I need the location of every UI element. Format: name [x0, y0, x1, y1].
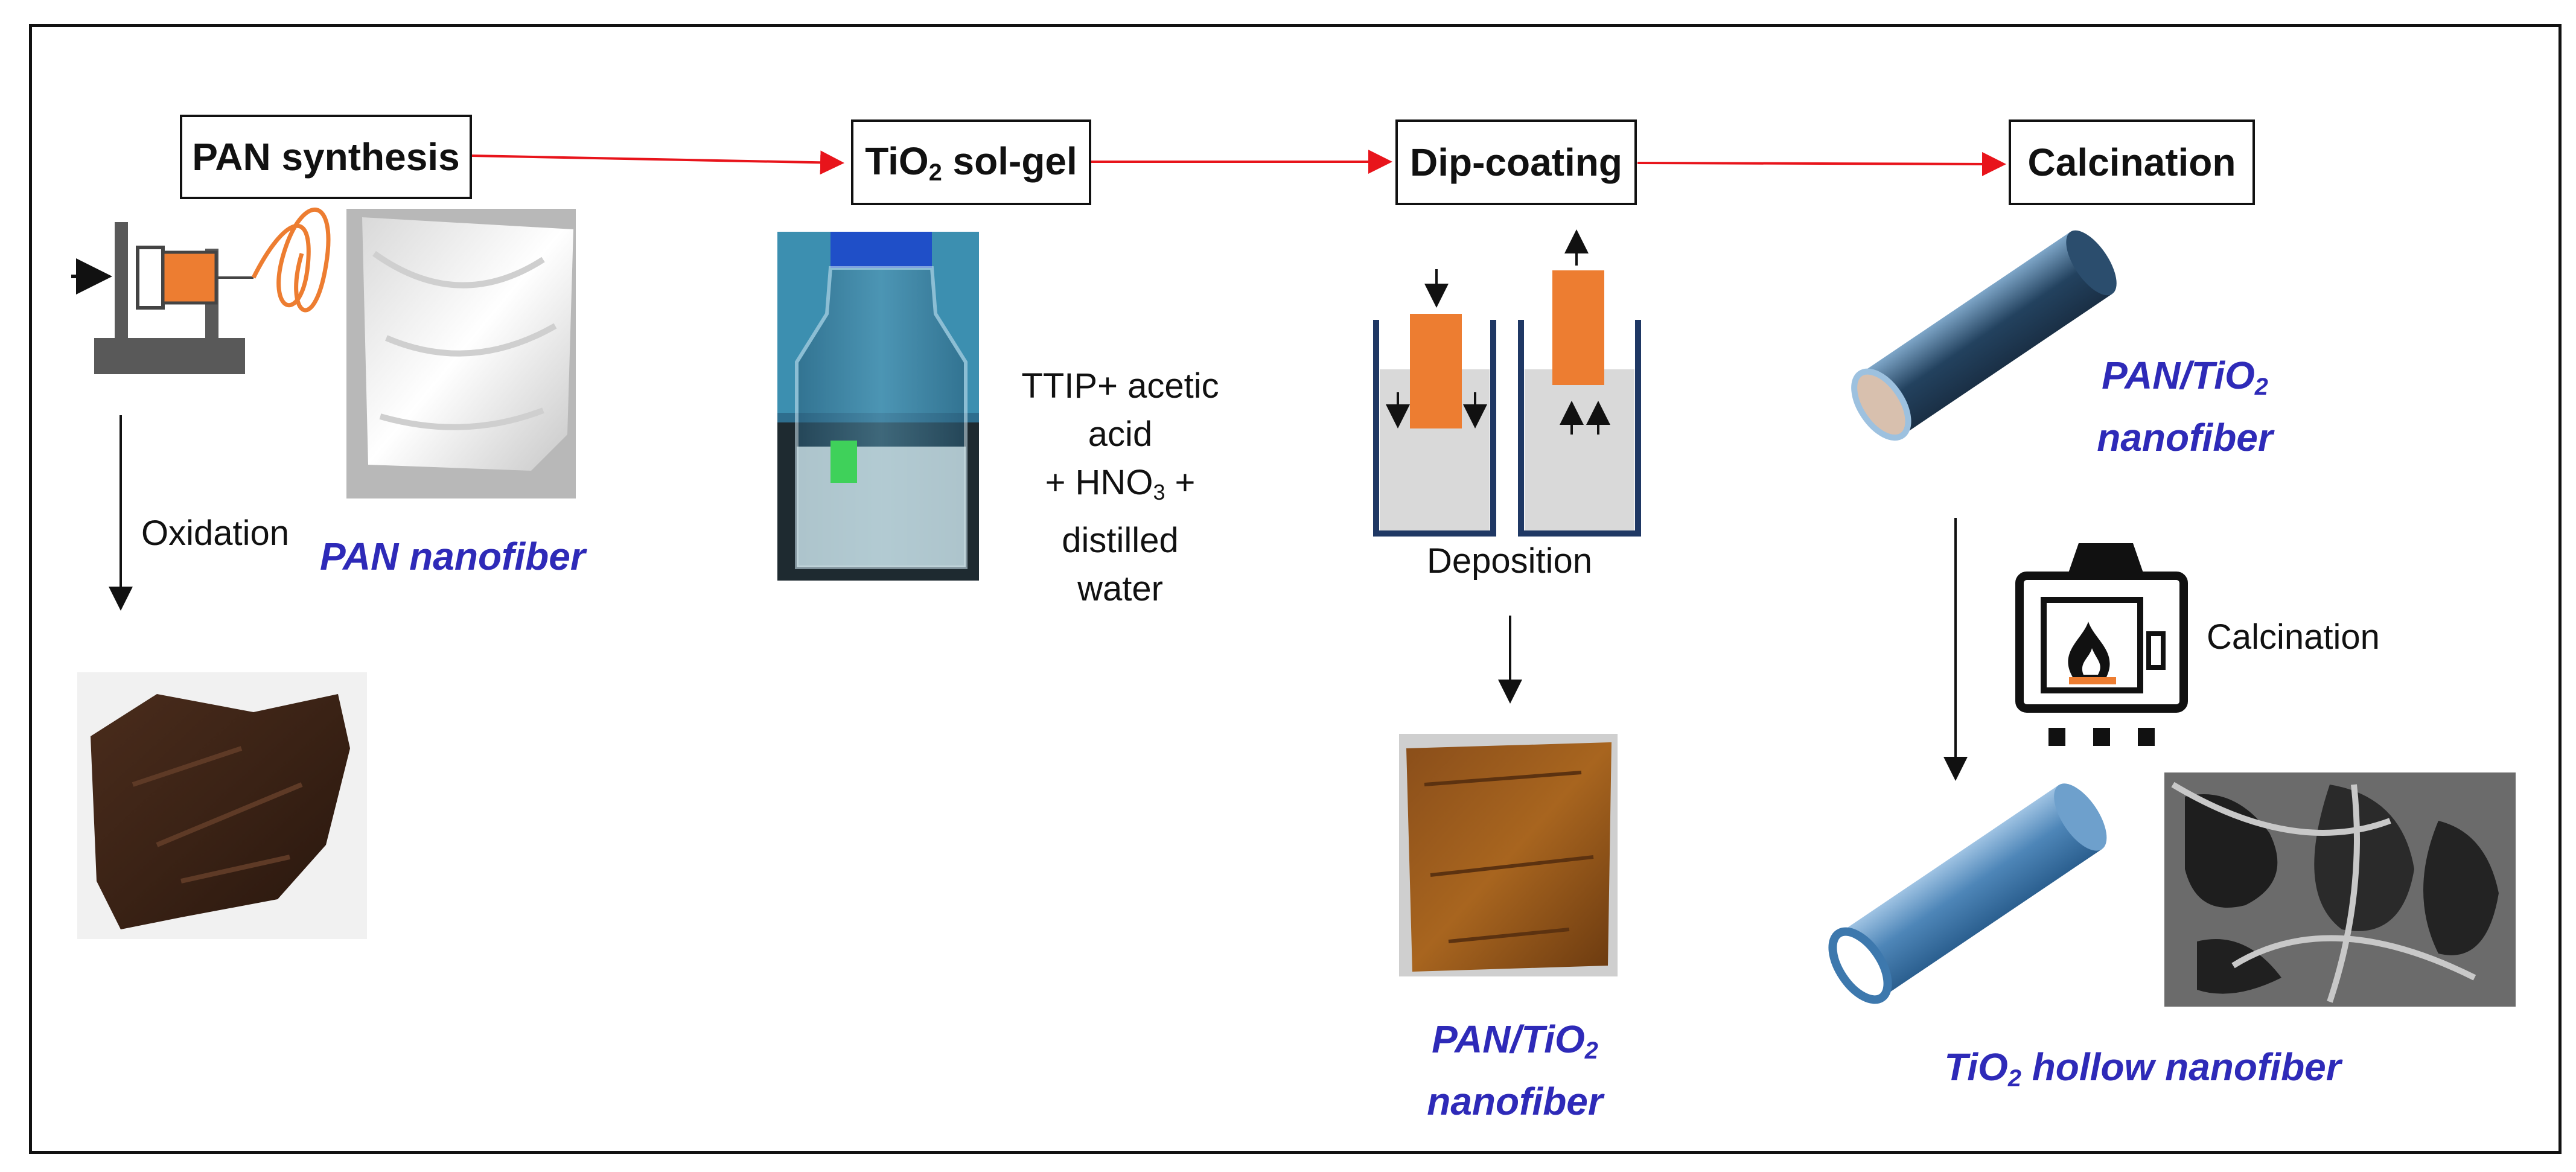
pan-tio2-photo — [1399, 734, 1618, 976]
pan-tio2-nanofiber-label-top: PAN/TiO2 nanofiber — [2097, 354, 2273, 459]
tio2-hollow-nanofiber-label: TiO2 hollow nanofiber — [1944, 1045, 2341, 1092]
calcination-side-label: Calcination — [2207, 617, 2380, 657]
sem-image — [2164, 772, 2516, 1007]
tio2-sol-bottle-photo — [777, 232, 979, 581]
furnace-icon — [2015, 543, 2188, 746]
step-calcination-label: Calcination — [2027, 141, 2236, 184]
pan-tio2-nanofiber-label-bottom: PAN/TiO2 nanofiber — [1427, 1018, 1603, 1123]
step-tio2-sol-gel-label: TiO2 sol-gel — [865, 139, 1077, 186]
oxidized-nanofiber-photo — [77, 672, 367, 939]
recipe-label: TTIP+ acetic acid + HNO3 + distilled wat… — [1021, 366, 1219, 608]
deposition-label: Deposition — [1427, 541, 1593, 581]
dip-coating-beaker-icon — [1373, 229, 1641, 537]
flow-arrow-1 — [471, 150, 844, 175]
step-dip-coating-label: Dip-coating — [1410, 141, 1622, 184]
flow-arrow-3 — [1637, 151, 2006, 176]
oxidation-label: Oxidation — [141, 514, 290, 553]
step-pan-synthesis-label: PAN synthesis — [192, 135, 460, 179]
electrospinning-setup-icon — [71, 207, 331, 374]
step-tio2-sol-gel: TiO2 sol-gel — [851, 119, 1091, 205]
step-pan-synthesis: PAN synthesis — [180, 115, 472, 199]
step-dip-coating: Dip-coating — [1395, 119, 1637, 205]
nanotube-icon — [1851, 230, 2117, 441]
step-calcination: Calcination — [2009, 119, 2255, 205]
pan-nanofiber-photo — [346, 209, 576, 498]
pan-nanofiber-label: PAN nanofiber — [320, 535, 585, 578]
hollow-nanotube-icon — [1828, 783, 2107, 1004]
